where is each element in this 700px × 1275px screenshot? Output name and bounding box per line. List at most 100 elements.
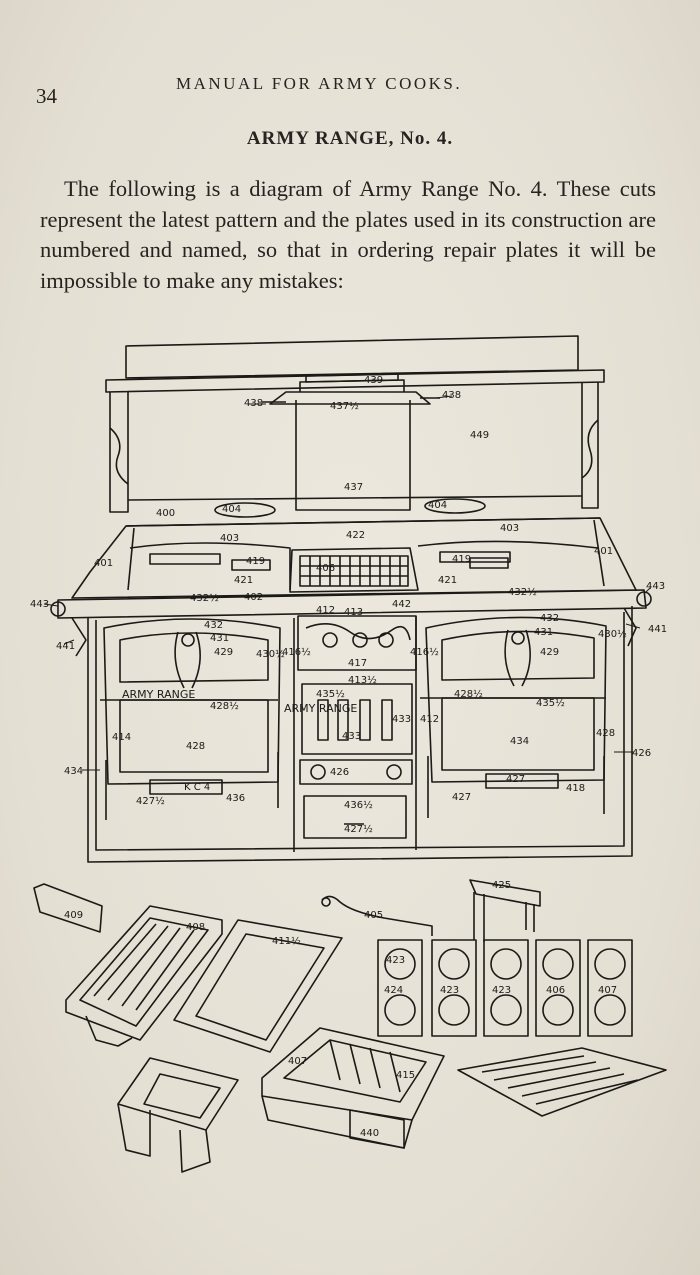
plate-label: 417 xyxy=(348,658,367,669)
plate-label: 441 xyxy=(56,641,75,652)
plate-label: 403 xyxy=(500,523,519,534)
plate-label: 404 xyxy=(428,500,447,511)
plate-label: 419 xyxy=(452,554,471,565)
plate-label: ARMY RANGE xyxy=(122,688,195,701)
plate-label: 416½ xyxy=(282,646,311,658)
plate-label: 434 xyxy=(64,766,83,777)
plate-label: 428 xyxy=(186,741,205,752)
plate-label: 432½ xyxy=(508,586,537,598)
plate-label: 442 xyxy=(392,599,411,610)
plate-label: ARMY RANGE xyxy=(284,702,357,715)
plate-label: 423 xyxy=(386,955,405,966)
plate-label: 437 xyxy=(344,482,363,493)
plate-label: 413 xyxy=(344,607,363,618)
part-409-grate xyxy=(65,905,223,1047)
plate-label: 435½ xyxy=(536,697,565,709)
plate-label: 427 xyxy=(452,792,471,803)
plate-label: 433 xyxy=(342,731,361,742)
plate-label: 411½ xyxy=(272,935,301,947)
plate-label: 432½ xyxy=(190,592,219,604)
range-front-rail xyxy=(50,589,652,657)
firebox-front xyxy=(297,615,417,839)
right-oven-door xyxy=(420,616,607,818)
plate-label: 408 xyxy=(186,922,205,933)
plate-label: 434 xyxy=(510,736,529,747)
plate-label: 431 xyxy=(210,633,229,644)
plate-label: 430½ xyxy=(256,648,285,660)
plate-label: 439 xyxy=(364,375,383,386)
plate-label: 400 xyxy=(156,508,175,519)
plate-label: 432 xyxy=(204,620,223,631)
plate-label: 443 xyxy=(30,599,49,610)
leader-lines xyxy=(43,395,651,771)
plate-label: 415 xyxy=(396,1070,415,1081)
running-head: MANUAL FOR ARMY COOKS. xyxy=(176,74,463,93)
plate-label: 406 xyxy=(316,563,335,574)
range-top-cooking-surface xyxy=(71,517,637,599)
plate-label: 429 xyxy=(540,647,559,658)
plate-label: 433 xyxy=(392,714,411,725)
plate-label: 416½ xyxy=(410,646,439,658)
plate-label: 428½ xyxy=(454,688,483,700)
plate-label: 428½ xyxy=(210,700,239,712)
plate-label: 412 xyxy=(316,605,335,616)
plate-label: 440 xyxy=(360,1128,379,1139)
plate-label: 427½ xyxy=(344,823,373,835)
plate-label: 405 xyxy=(364,910,383,921)
plate-label: 404 xyxy=(222,504,241,515)
part-405-bracket xyxy=(469,879,541,942)
plate-label: 449 xyxy=(470,430,489,441)
plate-label: 430½ xyxy=(598,628,627,640)
plate-label: 423 xyxy=(440,985,459,996)
part-408-frame xyxy=(173,919,343,1053)
plate-label: 407 xyxy=(288,1056,307,1067)
plate-label: 403 xyxy=(220,533,239,544)
plate-label: 418 xyxy=(566,783,585,794)
plate-label: 413½ xyxy=(348,674,377,686)
plate-label: 421 xyxy=(438,575,457,586)
plate-label: 426 xyxy=(632,748,651,759)
plate-label: 429 xyxy=(214,647,233,658)
plate-label: 424 xyxy=(384,985,403,996)
plate-label: 435½ xyxy=(316,688,345,700)
plate-label: 427 xyxy=(506,774,525,785)
part-411-poker xyxy=(321,895,433,936)
part-440-grate-plate xyxy=(457,1047,667,1117)
plate-label: 425 xyxy=(492,880,511,891)
part-406-407-basket xyxy=(261,1027,445,1149)
part-415-firebox-lining xyxy=(117,1057,239,1173)
plate-label: 401 xyxy=(94,558,113,569)
plate-label: 427½ xyxy=(136,795,165,807)
plate-label: 414 xyxy=(112,732,131,743)
plate-label: 437½ xyxy=(330,400,359,412)
body-paragraph: The following is a diagram of Army Range… xyxy=(40,176,656,293)
plate-label: 441 xyxy=(648,624,667,635)
plate-label: 412 xyxy=(420,714,439,725)
plate-label: 402 xyxy=(244,592,263,603)
range-warming-basket-grid xyxy=(299,555,409,587)
section-title: ARMY RANGE, No. 4. xyxy=(246,128,454,149)
plate-label: 438 xyxy=(244,398,263,409)
plate-label: K C 4 xyxy=(184,782,210,793)
plate-label: 423 xyxy=(492,985,511,996)
stove-lid-plates xyxy=(377,939,633,1037)
plate-label: 436½ xyxy=(344,799,373,811)
plate-label: 422 xyxy=(346,530,365,541)
plate-label: 409 xyxy=(64,910,83,921)
range-back-shelf xyxy=(105,335,605,513)
plate-label: 421 xyxy=(234,575,253,586)
plate-label: 406 xyxy=(546,985,565,996)
plate-label: 432 xyxy=(540,613,559,624)
plate-label: 438 xyxy=(442,390,461,401)
plate-label: 436 xyxy=(226,793,245,804)
plate-label: 443 xyxy=(646,581,665,592)
plate-label: 426 xyxy=(330,767,349,778)
plate-label: 431 xyxy=(534,627,553,638)
plate-label: 401 xyxy=(594,546,613,557)
left-oven-door xyxy=(100,618,281,820)
page-number: 34 xyxy=(36,84,57,108)
plate-label: 407 xyxy=(598,985,617,996)
